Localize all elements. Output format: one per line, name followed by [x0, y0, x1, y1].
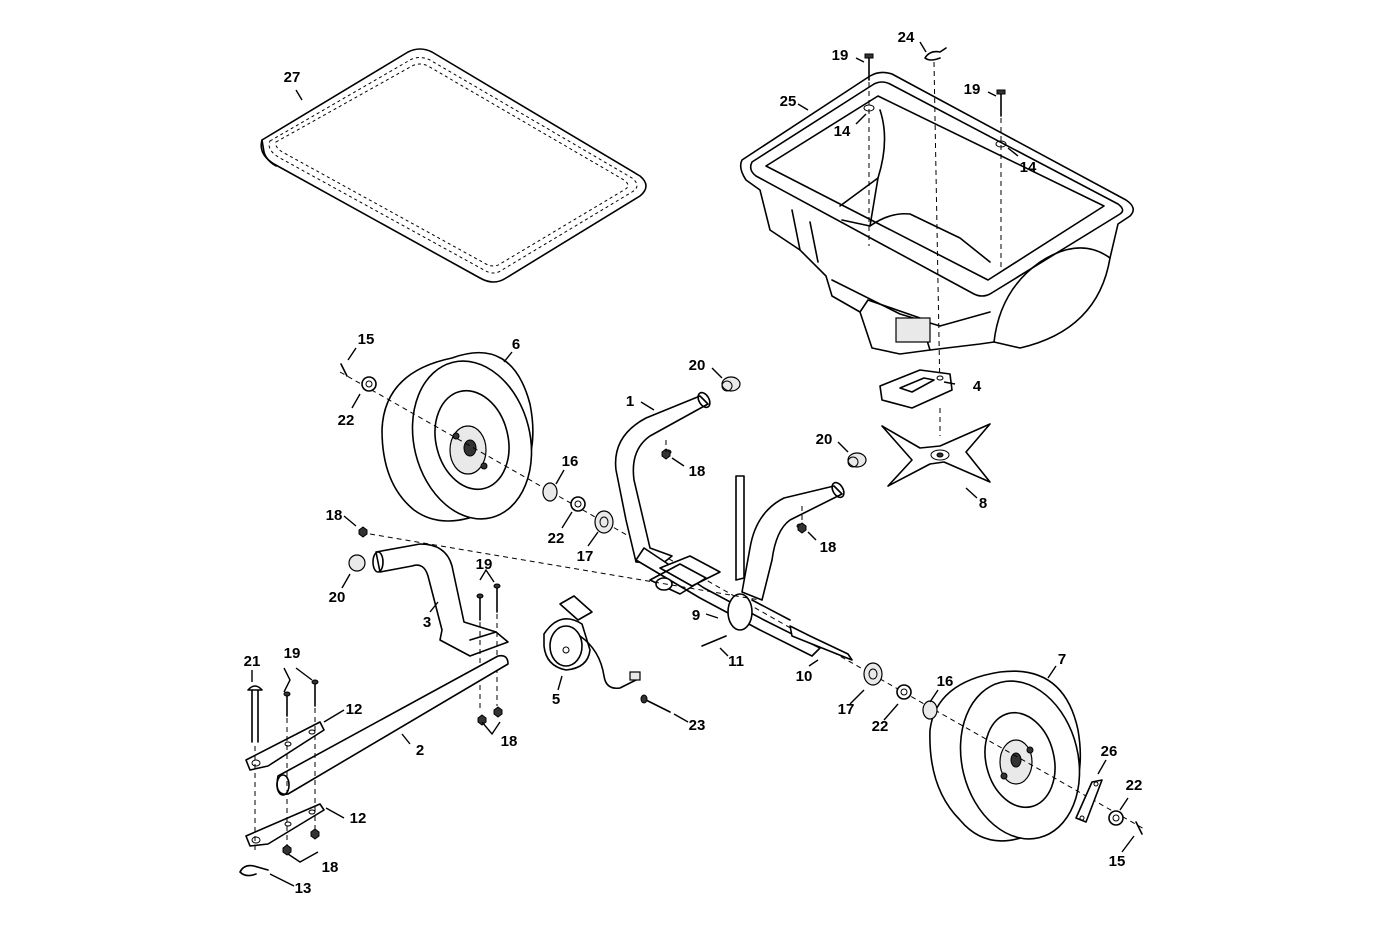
callout-4: 4 — [973, 378, 982, 395]
callout-2: 2 — [416, 742, 424, 759]
right-wheel — [929, 670, 1082, 842]
spinner — [881, 423, 991, 487]
callout-23: 23 — [689, 717, 706, 734]
callout-8: 8 — [979, 495, 987, 512]
callout-16-left: 16 — [562, 453, 579, 470]
callout-7: 7 — [1058, 651, 1066, 668]
callout-18-bracket: 18 — [501, 733, 518, 750]
left-wheel — [381, 351, 534, 522]
callout-1: 1 — [626, 393, 634, 410]
hopper — [739, 71, 1134, 355]
callout-12-lower: 12 — [350, 810, 367, 827]
hopper-hardware — [863, 47, 1007, 395]
callout-22-wheel-right: 22 — [1126, 777, 1143, 794]
callout-22-axle-right: 22 — [872, 718, 889, 735]
callout-24: 24 — [898, 29, 915, 46]
callout-21: 21 — [244, 653, 261, 670]
callout-18-hitch: 18 — [322, 859, 339, 876]
callout-25: 25 — [780, 93, 797, 110]
axle-hardware — [340, 363, 1143, 835]
callout-3: 3 — [423, 614, 431, 631]
callout-19-hopper-right: 19 — [964, 81, 981, 98]
callout-20-left: 20 — [329, 589, 346, 606]
callout-labels: 27 25 19 24 19 14 14 15 6 22 20 1 4 20 1… — [244, 29, 1143, 897]
callout-27: 27 — [284, 69, 301, 86]
callout-22-wheel-left: 22 — [338, 412, 355, 429]
callout-13: 13 — [295, 880, 312, 897]
hopper-cover — [260, 48, 647, 283]
callout-6: 6 — [512, 336, 520, 353]
callout-18-handle-right: 18 — [820, 539, 837, 556]
tongue-tube — [276, 654, 509, 796]
frame-caps — [661, 376, 867, 534]
callout-9: 9 — [692, 607, 700, 624]
callout-15-right: 15 — [1109, 853, 1126, 870]
callout-17-right: 17 — [838, 701, 855, 718]
callout-12-upper: 12 — [346, 701, 363, 718]
callout-19-bracket: 19 — [476, 556, 493, 573]
gate-control — [543, 595, 641, 690]
callout-26: 26 — [1101, 743, 1118, 760]
hitch-plates — [239, 679, 325, 877]
bolt-23 — [640, 694, 671, 713]
frame — [614, 391, 853, 661]
callout-19-hitch: 19 — [284, 645, 301, 662]
callout-14-right: 14 — [1020, 159, 1037, 176]
callout-18-tongue: 18 — [326, 507, 343, 524]
callout-17-left: 17 — [577, 548, 594, 565]
callout-5: 5 — [552, 691, 560, 708]
leader-lines — [251, 41, 1135, 887]
callout-20-right: 20 — [816, 431, 833, 448]
callout-15-left: 15 — [358, 331, 375, 348]
pin-11 — [701, 635, 727, 647]
callout-19-hopper-left: 19 — [832, 47, 849, 64]
callout-16-right: 16 — [937, 673, 954, 690]
callout-11: 11 — [728, 653, 744, 670]
callout-10: 10 — [796, 668, 813, 685]
callout-18-handle-left: 18 — [689, 463, 706, 480]
agitator-plate — [879, 369, 953, 436]
callout-14-left: 14 — [834, 123, 851, 140]
callout-22-axle-left: 22 — [548, 530, 565, 547]
callout-20-top: 20 — [689, 357, 706, 374]
